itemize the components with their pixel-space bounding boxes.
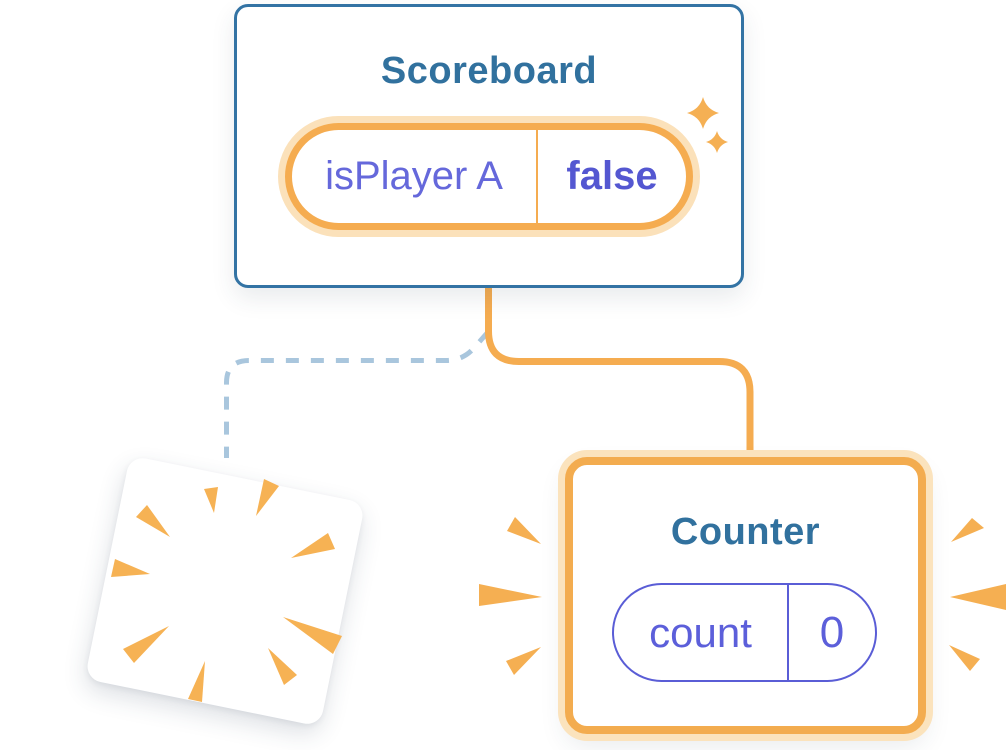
counter-title: Counter	[670, 511, 821, 553]
scoreboard-title: Scoreboard	[380, 50, 598, 92]
pill-divider	[787, 585, 789, 680]
state-key-label: isPlayer A	[325, 154, 503, 198]
state-value-label: false	[566, 154, 658, 198]
counter-card: Counter count 0	[565, 457, 926, 734]
state-value-label: 0	[819, 607, 845, 657]
scoreboard-state-pill: isPlayer A false	[285, 123, 693, 230]
dashed-connector-line	[224, 330, 490, 458]
counter-state-pill: count 0	[612, 583, 877, 682]
solid-connector-line	[485, 284, 754, 452]
pill-divider	[536, 130, 538, 223]
destroyed-component-card	[84, 455, 366, 727]
scoreboard-card: Scoreboard isPlayer A false	[234, 4, 744, 288]
state-key-label: count	[649, 608, 752, 656]
